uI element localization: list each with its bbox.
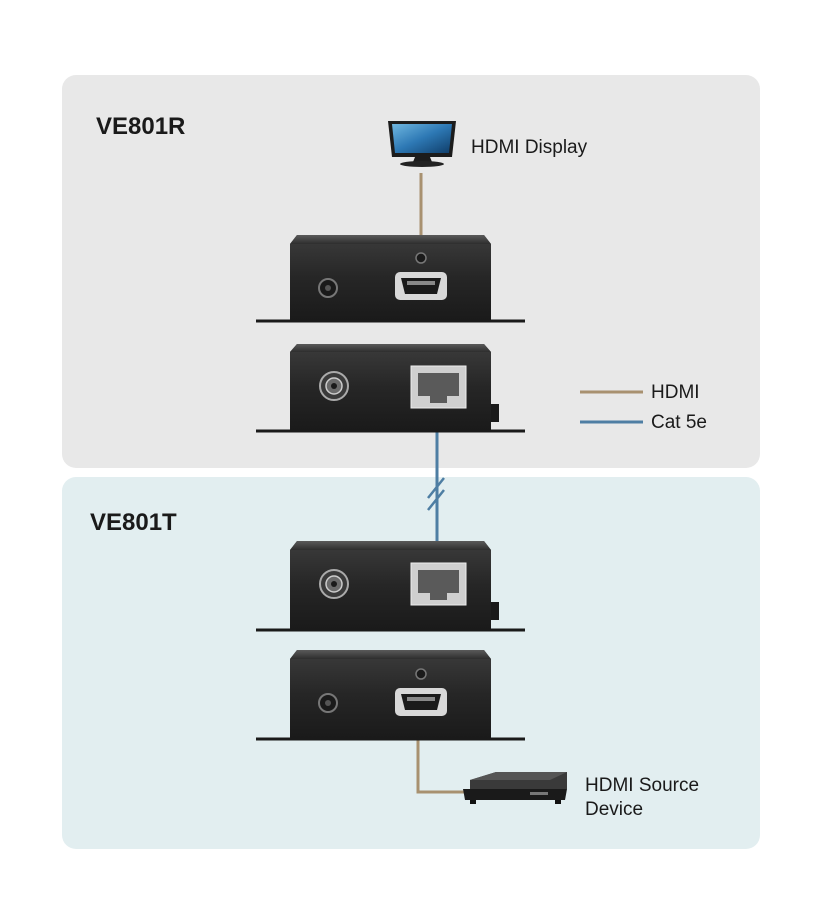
hdmi-source-label-line2: Device bbox=[585, 799, 644, 820]
hdmi-source-label-line1: HDMI Source bbox=[585, 775, 700, 796]
legend-cat5e-label: Cat 5e bbox=[651, 412, 707, 433]
cable-break-mark bbox=[427, 477, 445, 511]
receiver-hdmi-unit bbox=[256, 235, 525, 323]
hdmi-source-device-icon bbox=[463, 772, 567, 804]
legend-hdmi-label: HDMI bbox=[651, 382, 700, 403]
receiver-title: VE801R bbox=[96, 113, 186, 140]
hdmi-display-label: HDMI Display bbox=[471, 137, 588, 158]
transmitter-rj45-unit bbox=[256, 541, 525, 632]
transmitter-hdmi-unit bbox=[256, 650, 525, 741]
receiver-rj45-unit bbox=[256, 344, 525, 433]
hdmi-cable-source bbox=[416, 739, 470, 794]
transmitter-title: VE801T bbox=[90, 509, 177, 536]
hdmi-display-icon bbox=[388, 121, 456, 167]
